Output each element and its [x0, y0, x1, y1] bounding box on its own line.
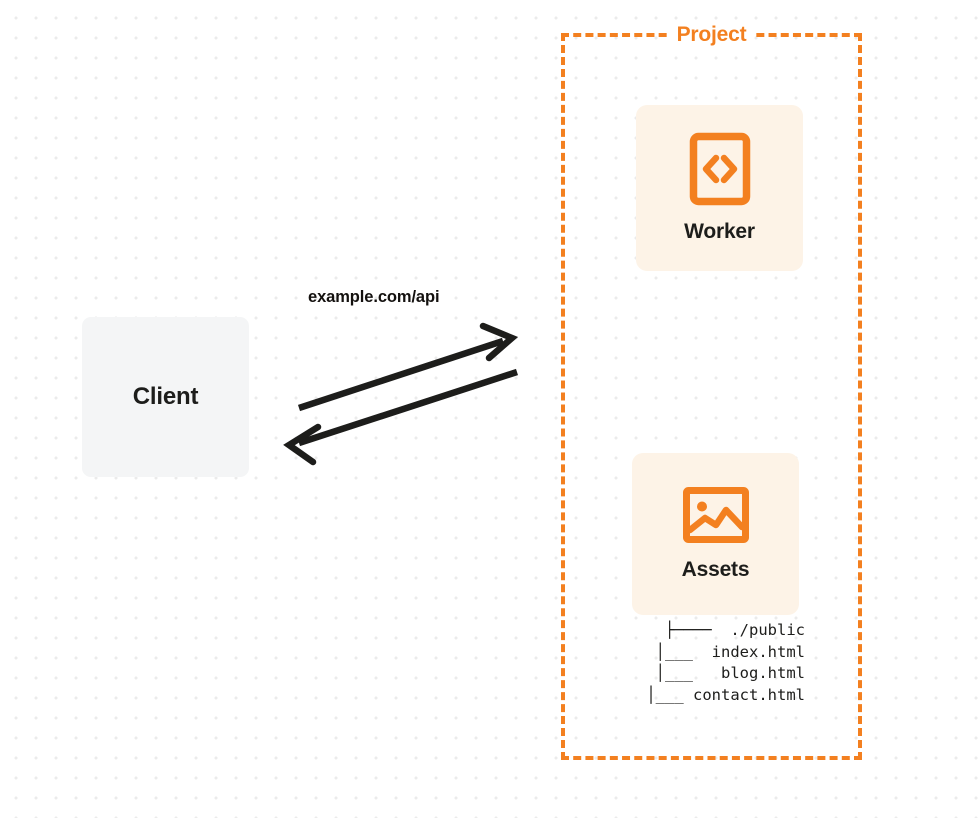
project-container: Project Worker Assets [561, 23, 862, 760]
code-brackets-icon [689, 132, 751, 206]
response-arrow-icon [283, 368, 519, 466]
request-arrow-icon [297, 322, 519, 412]
assets-node: Assets [632, 453, 799, 615]
file-tree-line: │___ index.html [627, 642, 805, 661]
worker-label: Worker [684, 220, 755, 243]
worker-node: Worker [636, 105, 803, 271]
connection-url-label: example.com/api [308, 288, 440, 306]
project-title: Project [669, 23, 754, 47]
file-tree-line: │___ contact.html [618, 685, 805, 704]
file-tree-line: │___ blog.html [627, 664, 805, 682]
file-tree-line: ├──── ./public [665, 621, 805, 639]
assets-label: Assets [681, 558, 750, 581]
assets-file-tree: ├──── ./public │___ index.html │___ blog… [565, 620, 866, 706]
client-node: Client [82, 317, 249, 477]
client-label: Client [132, 383, 199, 410]
image-icon [682, 486, 750, 544]
